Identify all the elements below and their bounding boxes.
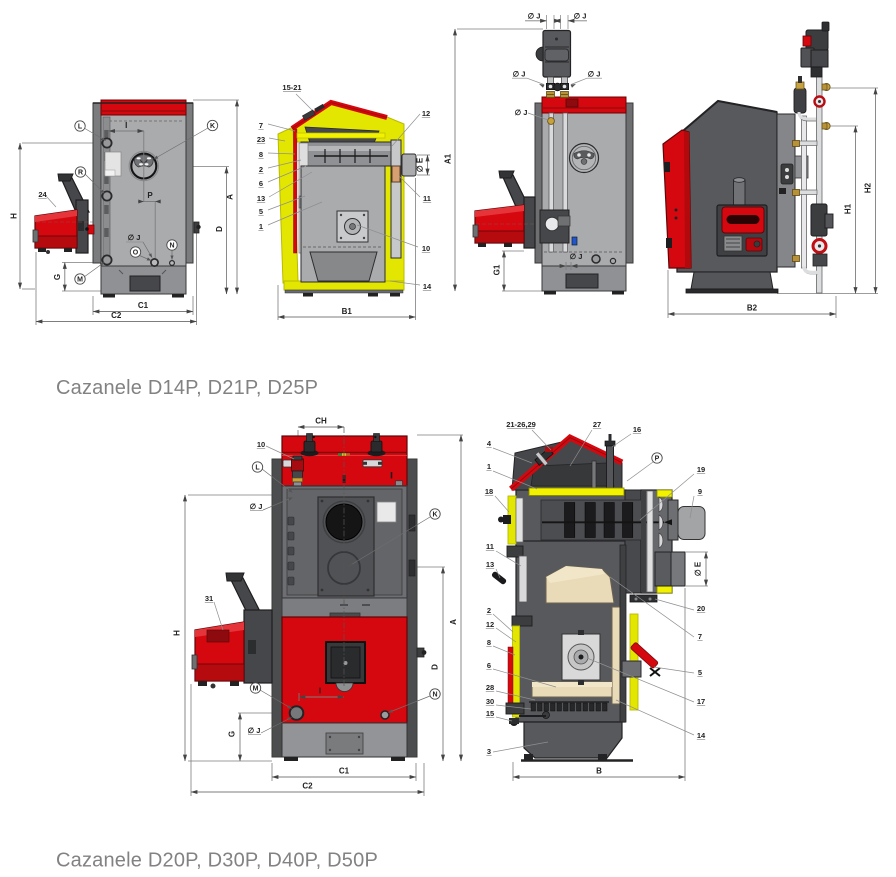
svg-text:31: 31 xyxy=(205,594,213,603)
svg-text:27: 27 xyxy=(593,420,601,429)
svg-text:8: 8 xyxy=(487,638,491,647)
svg-text:O: O xyxy=(133,250,139,257)
svg-text:∅ E: ∅ E xyxy=(694,561,703,576)
svg-text:D: D xyxy=(431,664,440,670)
svg-text:15-21: 15-21 xyxy=(282,83,301,92)
svg-text:G: G xyxy=(53,274,62,280)
svg-text:12: 12 xyxy=(422,109,430,118)
svg-text:4: 4 xyxy=(487,439,492,448)
svg-text:CH: CH xyxy=(315,417,327,426)
svg-text:B2: B2 xyxy=(747,304,758,313)
svg-text:18: 18 xyxy=(485,487,493,496)
svg-text:19: 19 xyxy=(697,465,705,474)
svg-text:H1: H1 xyxy=(844,203,853,214)
svg-text:L: L xyxy=(255,465,260,472)
svg-text:6: 6 xyxy=(487,661,491,670)
svg-text:C1: C1 xyxy=(339,767,350,776)
svg-text:∅ J: ∅ J xyxy=(574,12,587,21)
svg-text:H2: H2 xyxy=(864,182,873,193)
svg-text:K: K xyxy=(210,123,215,130)
svg-text:I: I xyxy=(125,121,127,130)
svg-text:C2: C2 xyxy=(302,782,313,791)
svg-text:14: 14 xyxy=(423,282,432,291)
svg-text:C1: C1 xyxy=(138,301,149,310)
svg-text:17: 17 xyxy=(697,697,705,706)
svg-text:B1: B1 xyxy=(342,307,353,316)
svg-text:24: 24 xyxy=(38,190,47,199)
svg-text:11: 11 xyxy=(486,542,494,551)
svg-text:15: 15 xyxy=(486,709,494,718)
svg-text:11: 11 xyxy=(423,194,431,203)
svg-text:7: 7 xyxy=(698,632,702,641)
svg-text:21-26,29: 21-26,29 xyxy=(506,420,536,429)
svg-text:∅ J: ∅ J xyxy=(528,12,541,21)
svg-text:H: H xyxy=(10,213,19,219)
svg-text:N: N xyxy=(432,692,437,699)
svg-text:1: 1 xyxy=(259,222,263,231)
svg-text:P: P xyxy=(147,191,153,200)
svg-text:R: R xyxy=(78,170,83,177)
svg-text:Cazanele D14P, D21P, D25P: Cazanele D14P, D21P, D25P xyxy=(56,377,318,399)
svg-text:∅ J: ∅ J xyxy=(250,502,263,511)
svg-text:C2: C2 xyxy=(111,311,122,320)
svg-text:∅ J: ∅ J xyxy=(570,252,583,261)
svg-text:3: 3 xyxy=(487,747,491,756)
svg-text:H: H xyxy=(173,630,182,636)
svg-text:G1: G1 xyxy=(493,264,502,275)
svg-text:5: 5 xyxy=(259,207,263,216)
svg-text:23: 23 xyxy=(257,135,265,144)
svg-text:B: B xyxy=(596,767,602,776)
svg-text:∅ J: ∅ J xyxy=(248,726,261,735)
svg-text:K: K xyxy=(432,512,437,519)
svg-text:16: 16 xyxy=(633,425,641,434)
svg-text:D: D xyxy=(215,226,224,232)
svg-text:10: 10 xyxy=(257,440,265,449)
svg-text:5: 5 xyxy=(698,668,702,677)
svg-text:8: 8 xyxy=(259,150,263,159)
svg-text:A: A xyxy=(449,619,458,625)
svg-text:N: N xyxy=(169,243,174,250)
svg-text:I: I xyxy=(319,687,321,696)
svg-text:7: 7 xyxy=(259,121,263,130)
svg-text:M: M xyxy=(253,686,259,693)
svg-text:∅ J: ∅ J xyxy=(513,70,526,79)
svg-text:14: 14 xyxy=(697,731,706,740)
svg-text:M: M xyxy=(77,277,83,284)
svg-text:∅ J: ∅ J xyxy=(588,70,601,79)
svg-text:6: 6 xyxy=(259,179,263,188)
svg-text:Cazanele D20P, D30P, D40P, D50: Cazanele D20P, D30P, D40P, D50P xyxy=(56,850,378,872)
svg-text:20: 20 xyxy=(697,604,705,613)
svg-text:G: G xyxy=(228,731,237,737)
svg-text:30: 30 xyxy=(486,697,494,706)
svg-text:12: 12 xyxy=(486,620,494,629)
svg-text:A1: A1 xyxy=(444,153,453,164)
svg-text:∅ E: ∅ E xyxy=(416,157,425,172)
svg-text:1: 1 xyxy=(487,462,491,471)
svg-text:A: A xyxy=(226,194,235,200)
svg-text:2: 2 xyxy=(487,606,491,615)
svg-text:13: 13 xyxy=(257,194,265,203)
svg-text:10: 10 xyxy=(422,244,430,253)
svg-text:∅ J: ∅ J xyxy=(515,108,528,117)
svg-text:∅ J: ∅ J xyxy=(128,233,141,242)
svg-text:2: 2 xyxy=(259,165,263,174)
svg-text:28: 28 xyxy=(486,683,494,692)
svg-text:P: P xyxy=(655,456,660,463)
svg-text:9: 9 xyxy=(698,487,702,496)
svg-text:13: 13 xyxy=(486,560,494,569)
svg-text:L: L xyxy=(78,124,83,131)
